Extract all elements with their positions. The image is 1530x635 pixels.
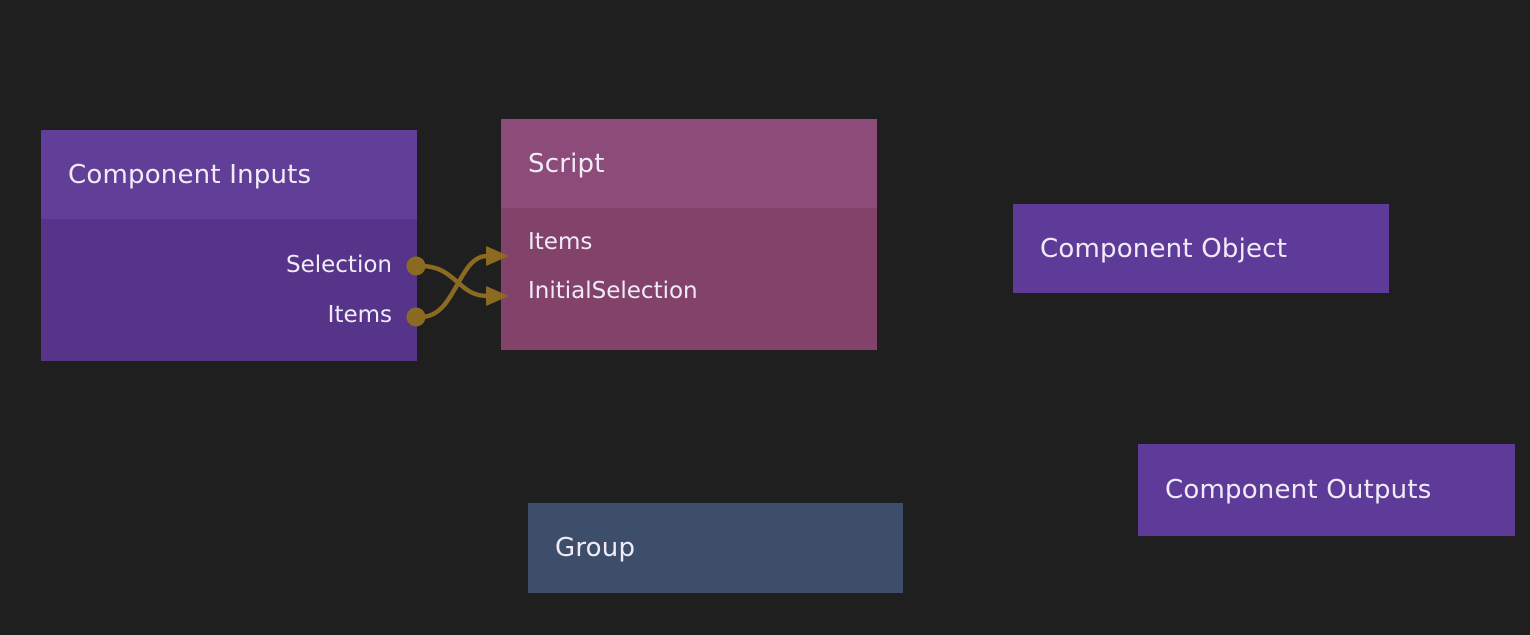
node-component-outputs[interactable]: Component Outputs [1138,444,1515,536]
node-component-inputs-body: Selection Items [41,219,417,361]
node-group[interactable]: Group [528,503,903,593]
node-component-inputs[interactable]: Component Inputs Selection Items [41,130,417,361]
output-port-selection[interactable]: Selection [286,252,392,278]
node-component-object[interactable]: Component Object [1013,204,1389,293]
node-script[interactable]: Script Items InitialSelection [501,119,877,350]
node-title: Component Object [1040,233,1288,264]
node-title: Component Outputs [1165,475,1432,505]
output-port-items[interactable]: Items [327,302,392,328]
node-title: Group [555,533,636,563]
node-script-header[interactable]: Script [501,119,877,208]
node-title: Script [528,148,605,179]
node-component-inputs-header[interactable]: Component Inputs [41,130,417,219]
wire-items-to-items[interactable] [420,253,488,320]
input-port-initialselection[interactable]: InitialSelection [528,278,698,304]
input-port-items[interactable]: Items [528,229,593,255]
node-title: Component Inputs [68,159,312,190]
node-script-body: Items InitialSelection [501,208,877,350]
wire-selection-to-initialselection[interactable] [420,263,488,299]
